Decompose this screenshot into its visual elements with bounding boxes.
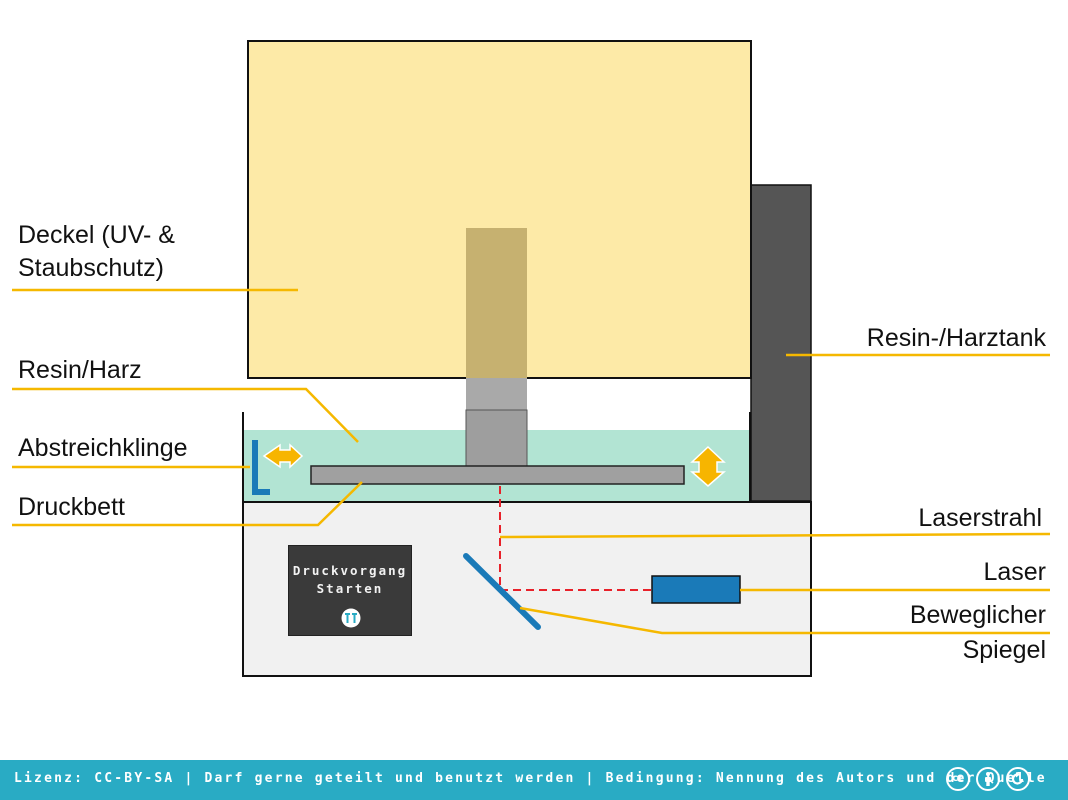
- by-icon: [976, 767, 1000, 791]
- label-lid-line1: Deckel (UV- &: [18, 221, 175, 249]
- z-axis-column-lower: [466, 378, 527, 410]
- cc-icon: cc: [946, 767, 970, 791]
- start-print-button[interactable]: Druckvorgang Starten: [288, 545, 412, 636]
- label-bed: Druckbett: [18, 493, 125, 521]
- label-tank: Resin-/Harztank: [866, 324, 1046, 352]
- label-beam: Laserstrahl: [918, 504, 1042, 532]
- sla-printer-diagram: [12, 40, 1051, 677]
- z-axis-column-upper: [466, 228, 527, 378]
- label-lid-line2: Staubschutz): [18, 254, 164, 282]
- maker-logo-icon: [341, 608, 361, 628]
- leader-beam: [499, 532, 1051, 539]
- label-blade: Abstreichklinge: [18, 434, 188, 462]
- blade-motion-arrow: [262, 443, 304, 469]
- print-bed: [310, 465, 685, 485]
- label-resin: Resin/Harz: [18, 356, 142, 384]
- laser-unit: [651, 575, 741, 604]
- sa-icon: [1006, 767, 1030, 791]
- start-print-button-line1: Druckvorgang: [292, 563, 408, 578]
- leader-resin: [12, 387, 359, 443]
- label-mirror: Beweglicher Spiegel: [910, 598, 1046, 668]
- label-mirror-line1: Beweglicher: [909, 601, 1046, 629]
- leader-mirror: [519, 606, 1050, 635]
- license-text: Lizenz: CC-BY-SA | Darf gerne geteilt un…: [14, 771, 1047, 786]
- license-footer: Lizenz: CC-BY-SA | Darf gerne geteilt un…: [0, 760, 1068, 800]
- start-print-button-line2: Starten: [316, 581, 384, 596]
- resin-tank: [750, 184, 812, 502]
- recoater-blade: [252, 440, 270, 495]
- bed-motion-arrow: [690, 445, 726, 487]
- label-mirror-line2: Spiegel: [962, 636, 1046, 664]
- label-lid: Deckel (UV- & Staubschutz): [18, 219, 175, 285]
- leader-bed: [12, 481, 363, 527]
- label-laser: Laser: [983, 558, 1046, 586]
- movable-mirror: [463, 553, 541, 630]
- z-axis-column-dipped: [465, 409, 528, 467]
